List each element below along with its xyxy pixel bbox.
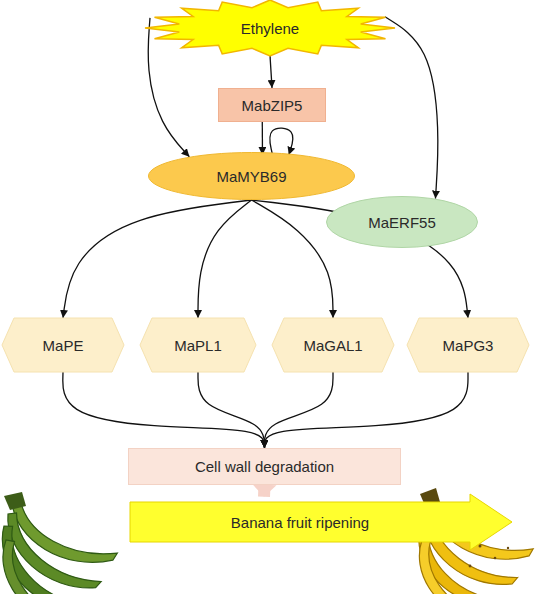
node-label: MaMYB69 <box>216 168 286 185</box>
arrow-connector <box>198 200 252 318</box>
arrow-connector <box>385 17 438 199</box>
gene-hexagon: MaPG3 <box>407 318 529 372</box>
node-label: Banana fruit ripening <box>231 514 369 531</box>
node-label: MaPE <box>43 337 84 354</box>
gene-hexagon: MaPL1 <box>140 318 256 372</box>
arrow-connector <box>270 128 293 155</box>
process-arrow: Banana fruit ripening <box>130 494 512 550</box>
arrow-connector <box>270 55 272 88</box>
arrow-connector <box>252 200 334 318</box>
signal-starburst: Ethylene <box>145 0 395 56</box>
arrow-connector <box>264 372 333 448</box>
node-label: MaERF55 <box>368 214 436 231</box>
arrow-connector <box>63 200 252 318</box>
node-label: MaPG3 <box>443 337 494 354</box>
green-banana-bunch <box>0 492 124 594</box>
process-box: Cell wall degradation <box>128 448 401 485</box>
arrow-connector <box>262 122 263 155</box>
node-label: MaPL1 <box>174 337 222 354</box>
gene-ellipse: MaMYB69 <box>148 152 355 200</box>
node-label: MaGAL1 <box>303 337 362 354</box>
gene-ellipse: MaERF55 <box>326 196 478 248</box>
node-label: MabZIP5 <box>242 97 303 114</box>
node-label: Ethylene <box>241 20 299 37</box>
gene-hexagon: MaPE <box>2 318 124 372</box>
node-label: Cell wall degradation <box>195 458 334 475</box>
arrow-connector <box>264 372 468 448</box>
gene-box: MabZIP5 <box>218 88 326 122</box>
gene-hexagon: MaGAL1 <box>272 318 394 372</box>
arrow-connector <box>63 372 265 448</box>
arrow-connector <box>198 372 265 448</box>
block-arrow <box>258 485 270 497</box>
